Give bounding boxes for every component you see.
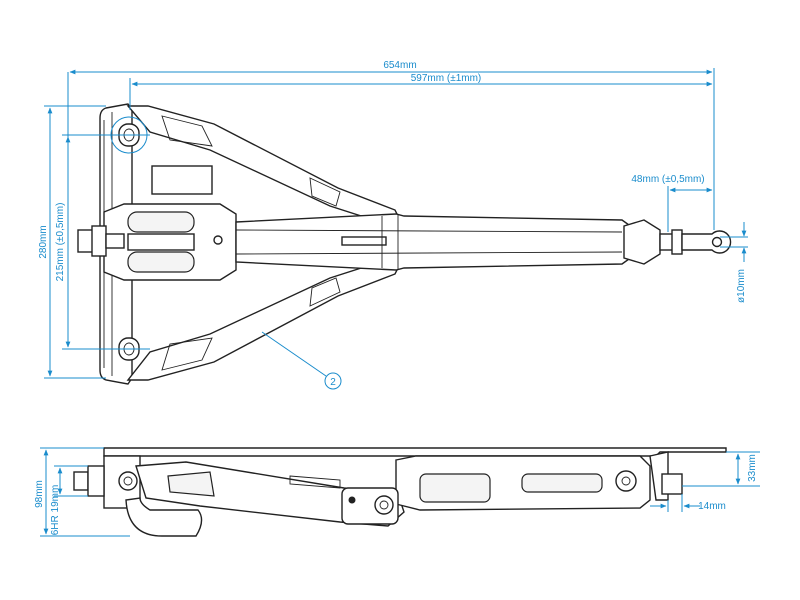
side-view: 98mm 6HR 19mm 33mm 14mm (34, 447, 760, 537)
top-rail (103, 447, 727, 457)
dim-tip-length: 48mm (±0,5mm) (631, 174, 704, 185)
label-plate (151, 165, 213, 195)
top-view: 2 654mm 597mm (±1mm) 280mm 215mm (±0,5mm… (38, 60, 748, 390)
left-pivot (118, 471, 138, 491)
center-pivot (374, 495, 394, 515)
dim-tip-height: 33mm (747, 454, 758, 482)
clevis (623, 219, 661, 265)
dim-length-tolerance: 597mm (±1mm) (411, 73, 482, 84)
callout-label: 2 (330, 377, 336, 388)
dim-overall-length: 654mm (383, 60, 416, 71)
spindle-tube (235, 213, 637, 271)
dim-hole-spacing: 215mm (±0,5mm) (55, 203, 66, 282)
dim-tip-offset: 14mm (698, 501, 726, 512)
right-pivot (615, 470, 637, 492)
dim-hex: 6HR 19mm (50, 485, 61, 536)
dim-side-total-height: 98mm (34, 480, 45, 508)
tip-eye (681, 230, 732, 254)
dim-height-total: 280mm (38, 225, 49, 258)
dim-hole-diameter: ø10mm (736, 269, 747, 303)
foot-curve (125, 497, 203, 537)
